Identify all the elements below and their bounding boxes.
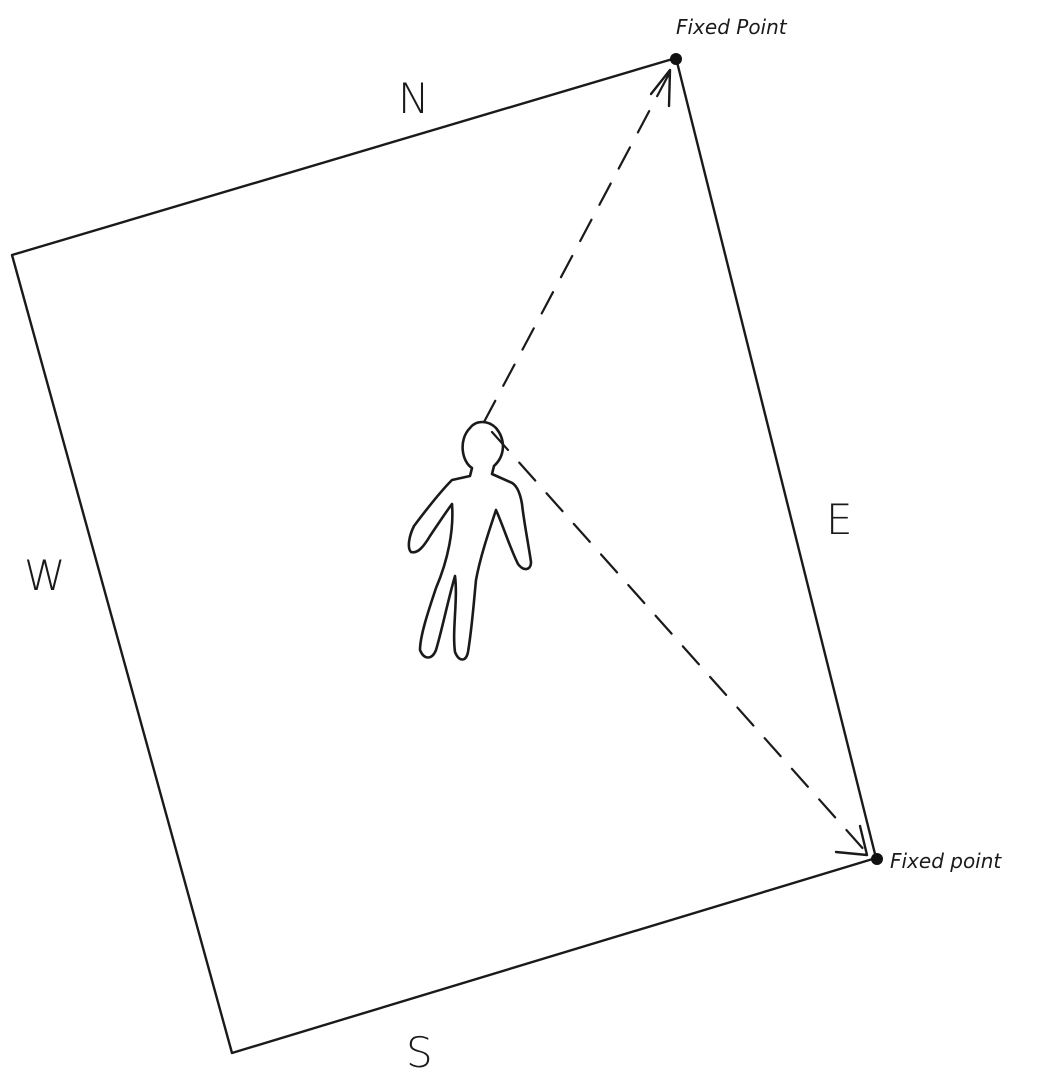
sight-line-to-east-fixed-point (490, 430, 868, 854)
sight-line-to-north-fixed-point (482, 70, 672, 424)
west-label: W (24, 551, 66, 600)
fixed-point-label-north: Fixed Point (676, 15, 788, 39)
south-label: S (406, 1028, 433, 1069)
fixed-point-marker-east (871, 853, 883, 865)
fixed-point-label-east: Fixed point (890, 849, 1002, 873)
room-outline (10, 56, 878, 1055)
arrowhead-north-icon (649, 68, 672, 108)
north-label: N (398, 74, 429, 123)
arrowhead-east-icon (834, 824, 869, 857)
standing-person-icon (407, 420, 533, 661)
fixed-point-marker-north (670, 53, 682, 65)
east-label: E (826, 495, 853, 544)
